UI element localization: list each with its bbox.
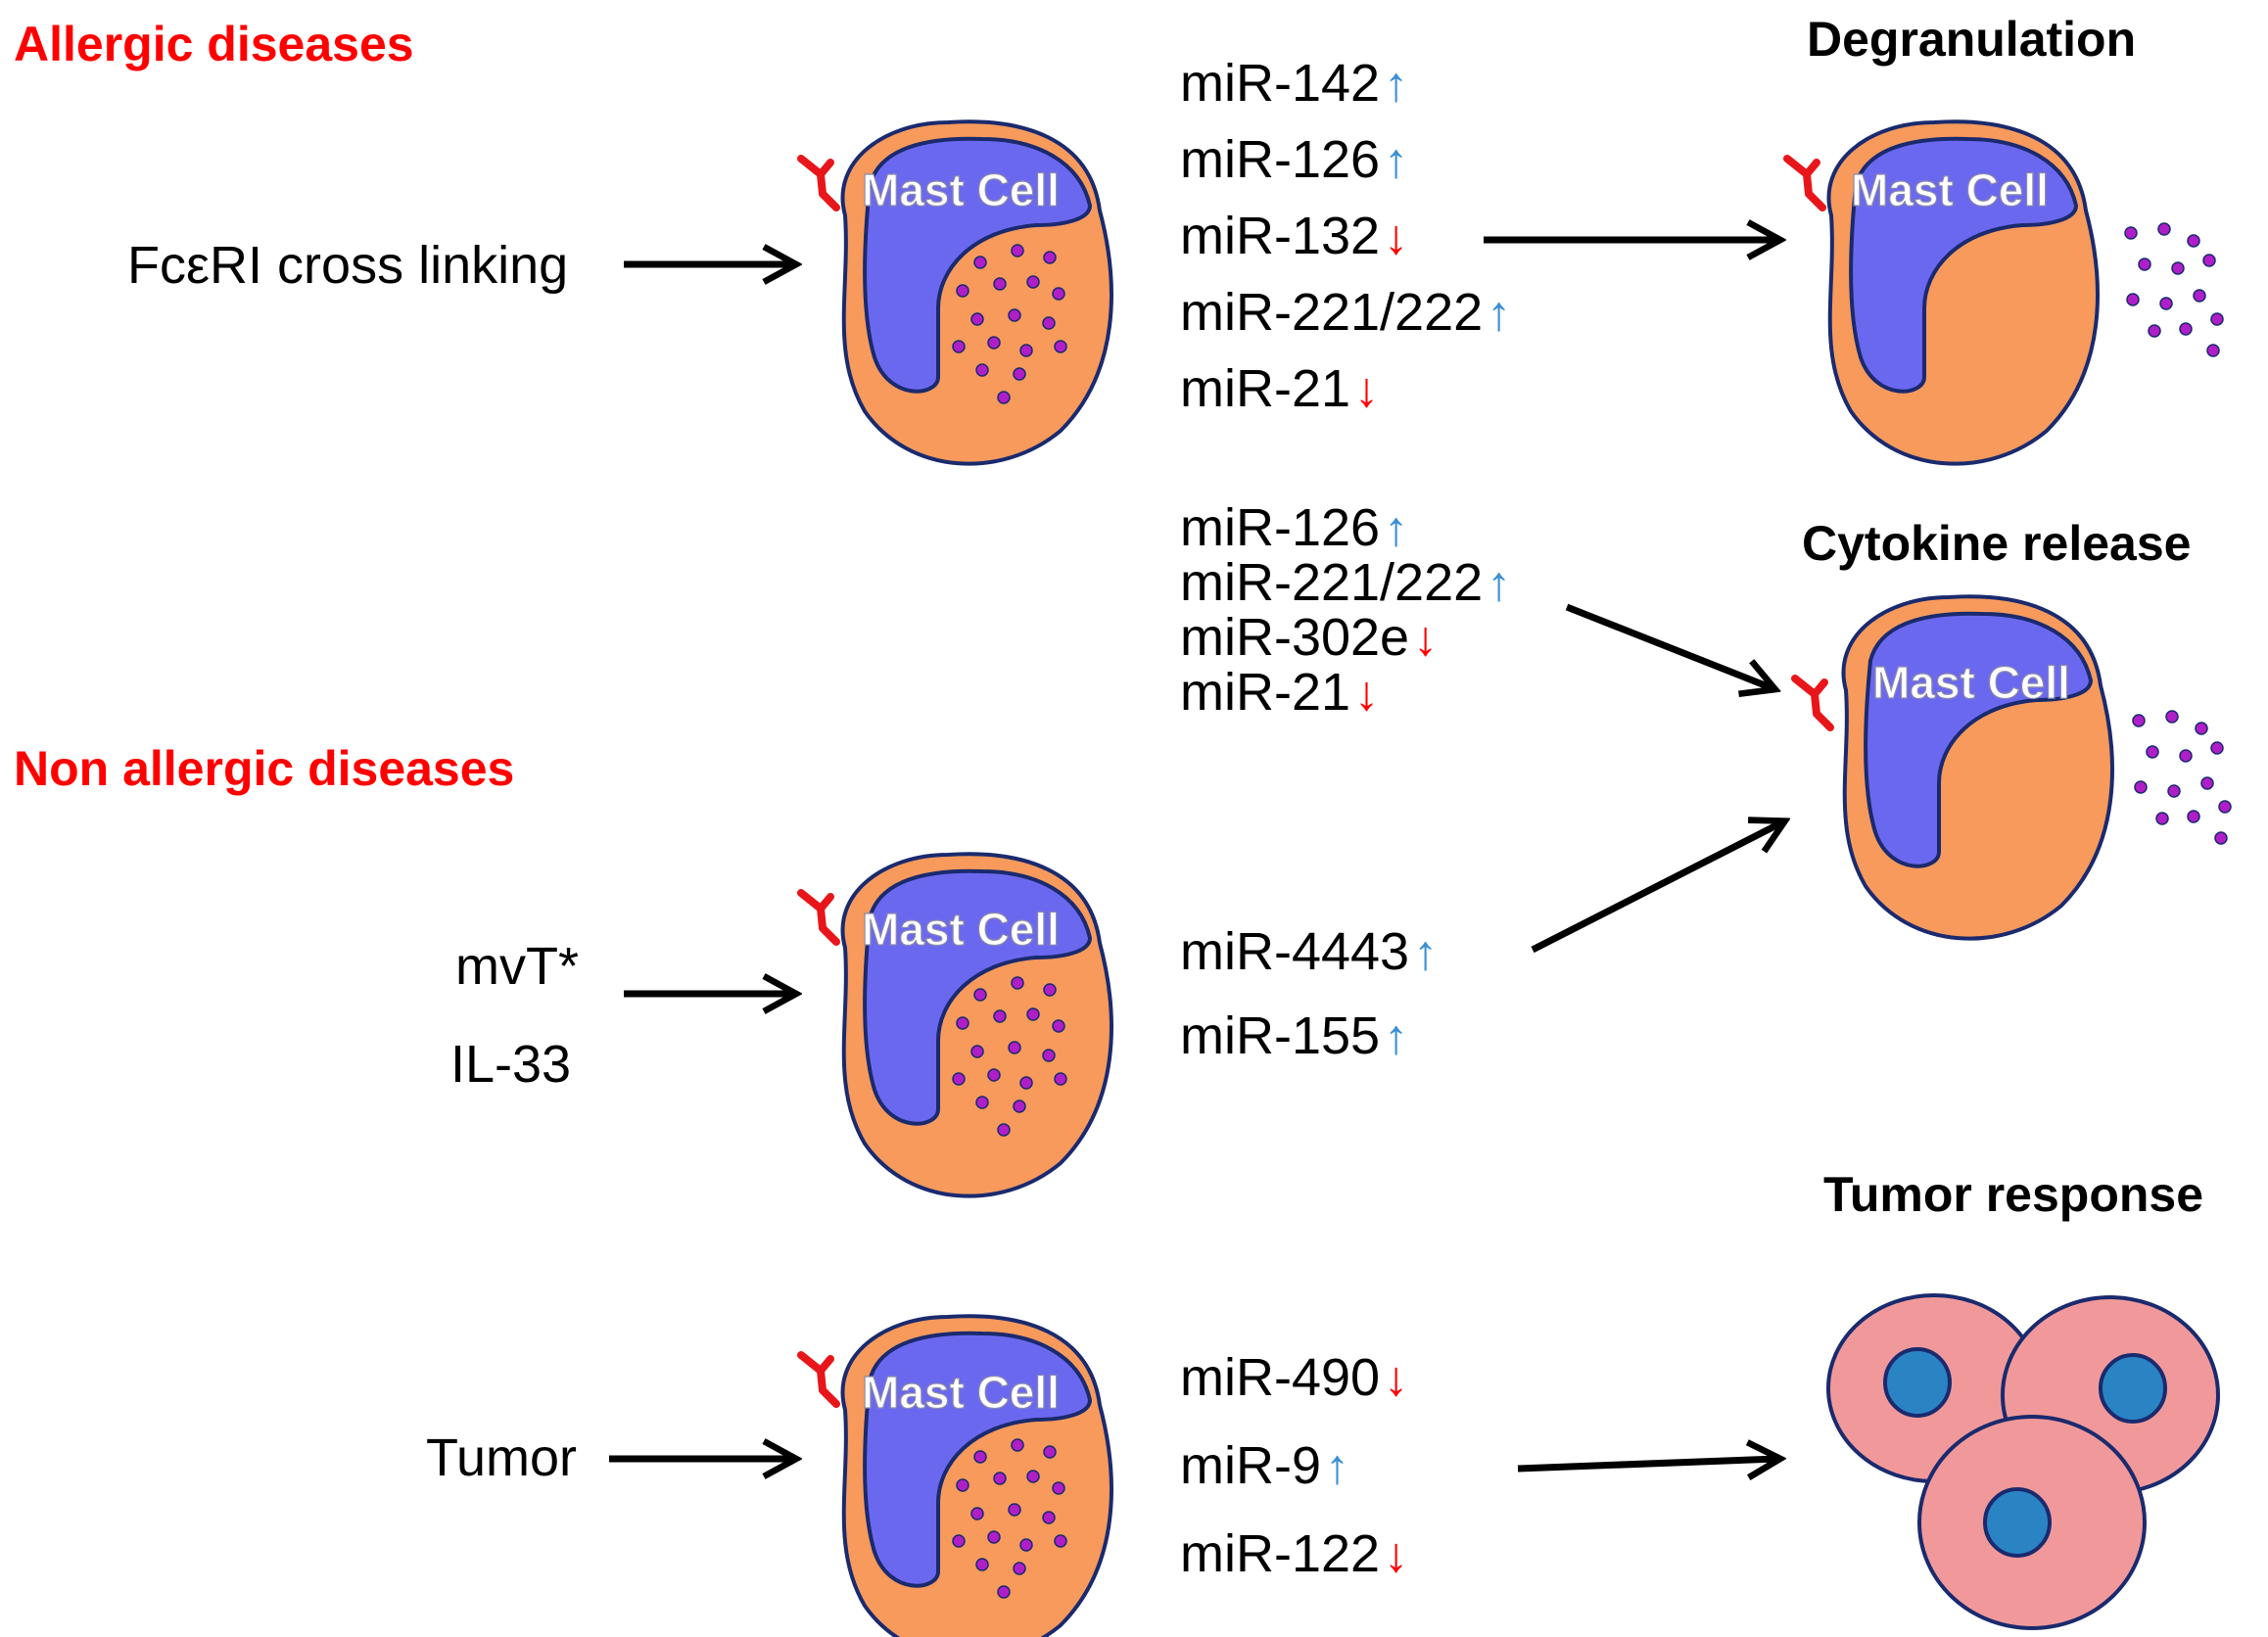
mirna-item: miR-9↑ (1180, 1439, 1408, 1527)
mirna-item: miR-302e↓ (1180, 611, 1511, 666)
stimulus-il33: IL-33 (450, 1035, 572, 1094)
mirna-list-tumor: miR-490↓miR-9↑miR-122↓ (1180, 1351, 1408, 1615)
cell-label: Mast Cell (862, 904, 1060, 955)
outcome-tumor-response: Tumor response (1823, 1167, 2204, 1222)
mirna-item: miR-126↑ (1180, 501, 1511, 556)
mirna-name: miR-126 (1180, 130, 1381, 189)
mirna-list-degranulation: miR-142↑miR-126↑miR-132↓miR-221/222↑miR-… (1180, 57, 1511, 439)
mirna-item: miR-490↓ (1180, 1351, 1408, 1439)
mirna-item: miR-122↓ (1180, 1527, 1408, 1615)
mast-cell-tumor (801, 1314, 1113, 1637)
mirna-name: miR-490 (1180, 1348, 1381, 1407)
mirna-item: miR-142↑ (1180, 57, 1511, 133)
mirna-item: miR-21↓ (1180, 362, 1511, 439)
section-title-non-allergic: Non allergic diseases (14, 741, 515, 796)
mirna-name: miR-221/222 (1180, 283, 1484, 342)
up-arrow-icon: ↑ (1487, 286, 1512, 341)
mirna-name: miR-221/222 (1180, 553, 1484, 612)
tumor-cells-illustration (1826, 1293, 2220, 1630)
mirna-item: miR-221/222↑ (1180, 556, 1511, 611)
up-arrow-icon: ↑ (1384, 133, 1409, 188)
stimulus-tumor: Tumor (426, 1428, 578, 1487)
mirna-name: miR-21 (1180, 359, 1351, 418)
mirna-item: miR-221/222↑ (1180, 286, 1511, 362)
mirna-list-nonallergic: miR-4443↑miR-155↑ (1180, 925, 1438, 1094)
cell-label: Mast Cell (862, 1367, 1060, 1418)
mirna-name: miR-122 (1180, 1524, 1381, 1583)
mirna-name: miR-4443 (1180, 922, 1410, 981)
up-arrow-icon: ↑ (1384, 57, 1409, 112)
stimulus-fceri: FcεRI cross linking (127, 236, 569, 295)
mirna-item: miR-21↓ (1180, 666, 1511, 721)
receptor-icon (1787, 159, 1822, 208)
cell-label: Mast Cell (862, 164, 1060, 215)
up-arrow-icon: ↑ (1384, 501, 1409, 556)
stimulus-mvt: mvT* (455, 937, 579, 996)
up-arrow-icon: ↑ (1384, 1009, 1409, 1064)
mirna-name: miR-21 (1180, 663, 1351, 722)
mirna-list-cytokine: miR-126↑miR-221/222↑miR-302e↓miR-21↓ (1180, 501, 1511, 721)
mirna-item: miR-4443↑ (1180, 925, 1438, 1009)
mirna-name: miR-9 (1180, 1436, 1321, 1495)
released-granules-icon (2132, 710, 2232, 845)
outcome-cytokine-release: Cytokine release (1802, 516, 2192, 571)
down-arrow-icon: ↓ (1384, 1527, 1409, 1582)
down-arrow-icon: ↓ (1354, 666, 1380, 721)
released-granules-icon (2124, 222, 2224, 357)
up-arrow-icon: ↑ (1487, 556, 1512, 611)
mirna-name: miR-126 (1180, 498, 1381, 557)
arrow-mir-to-cytokine (1565, 603, 1772, 688)
mast-cell-cytokine (1795, 594, 2232, 941)
cell-label: Mast Cell (1872, 657, 2070, 708)
mirna-name: miR-132 (1180, 207, 1381, 265)
down-arrow-icon: ↓ (1413, 611, 1439, 666)
arrow-nonallergic-to-cytokine (1531, 822, 1782, 954)
mirna-name: miR-142 (1180, 54, 1381, 113)
receptor-icon (801, 893, 836, 942)
down-arrow-icon: ↓ (1384, 210, 1409, 264)
up-arrow-icon: ↑ (1413, 925, 1439, 980)
mirna-name: miR-155 (1180, 1006, 1381, 1065)
mirna-name: miR-302e (1180, 608, 1410, 667)
receptor-icon (1795, 678, 1830, 727)
down-arrow-icon: ↓ (1384, 1351, 1409, 1406)
outcome-degranulation: Degranulation (1807, 12, 2137, 67)
mirna-item: miR-155↑ (1180, 1009, 1438, 1094)
receptor-icon (801, 159, 836, 208)
down-arrow-icon: ↓ (1354, 362, 1380, 417)
receptor-icon (801, 1355, 836, 1404)
mirna-item: miR-126↑ (1180, 133, 1511, 210)
arrow-mir-to-tumor-response (1517, 1459, 1777, 1469)
cell-label: Mast Cell (1851, 164, 2049, 215)
section-title-allergic: Allergic diseases (14, 17, 414, 71)
up-arrow-icon: ↑ (1325, 1439, 1349, 1494)
mirna-item: miR-132↓ (1180, 210, 1511, 286)
